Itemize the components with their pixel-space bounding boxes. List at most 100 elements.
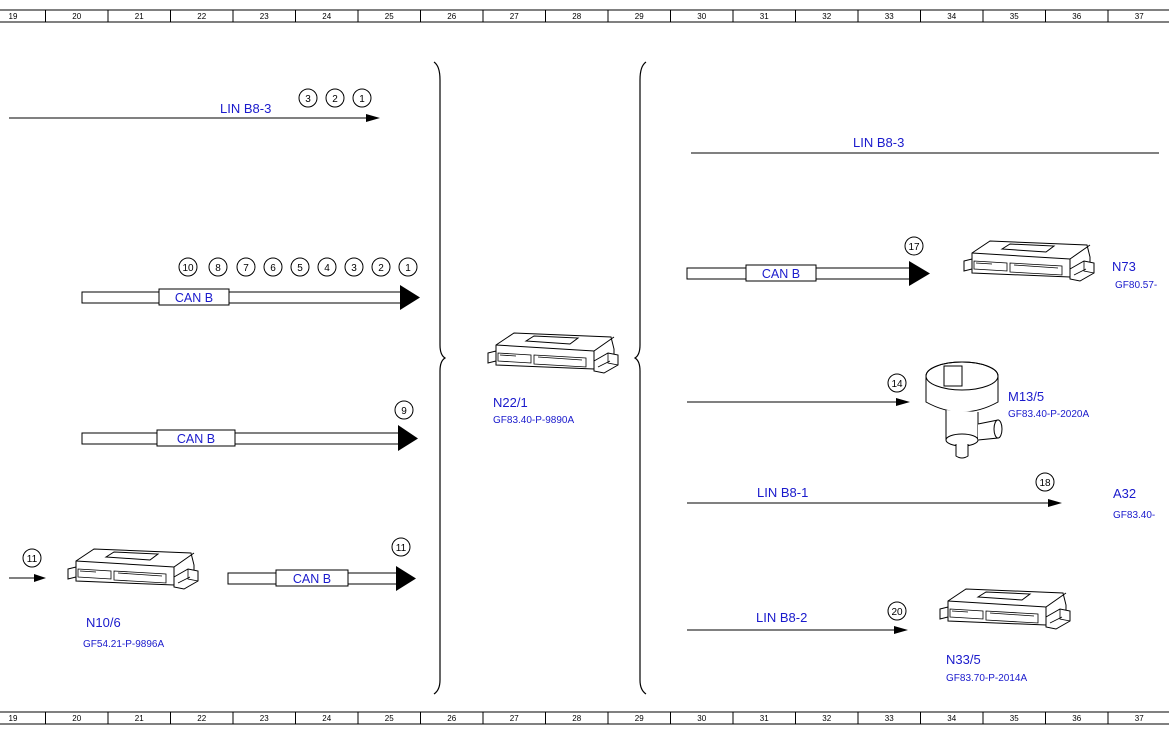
bottom-ruler-number: 35: [1010, 714, 1019, 723]
connector-circle: 3: [344, 257, 364, 277]
top-ruler-number: 28: [572, 12, 581, 21]
lin-left-connectors: 3 2 1: [298, 88, 372, 108]
svg-text:20: 20: [891, 607, 903, 618]
bottom-ruler-number: 30: [697, 714, 706, 723]
top-ruler-number: 25: [385, 12, 394, 21]
connector-circle: 5: [290, 257, 310, 277]
bottom-ruler-number: 33: [885, 714, 894, 723]
svg-text:10: 10: [182, 263, 194, 274]
n10-6-name: N10/6: [86, 615, 121, 630]
top-ruler-number: 37: [1135, 12, 1144, 21]
n22-1-module-icon: [487, 332, 619, 374]
n10-6-input-arrow: [9, 574, 46, 582]
svg-text:3: 3: [305, 94, 311, 105]
right-brace: [633, 61, 647, 695]
lin-b8-2-label: LIN B8-2: [756, 610, 807, 625]
top-ruler-number: 19: [9, 12, 18, 21]
bottom-ruler-number: 24: [322, 714, 331, 723]
connector-circle: 9: [394, 400, 414, 420]
connector-circle: 3: [298, 88, 318, 108]
can-b-mid-label: CAN B: [177, 432, 215, 446]
top-ruler-number: 24: [322, 12, 331, 21]
can-b-right-label: CAN B: [762, 267, 800, 281]
connector-circle: 20: [887, 601, 907, 621]
connector-circle: 11: [22, 548, 42, 568]
can-top-connectors: 10 8 7 6 5 4 3 2 1: [178, 257, 418, 277]
svg-text:3: 3: [351, 263, 357, 274]
bottom-ruler-number: 27: [510, 714, 519, 723]
bottom-ruler-number: 25: [385, 714, 394, 723]
top-ruler-number: 36: [1072, 12, 1081, 21]
bottom-ruler-number: 21: [135, 714, 144, 723]
m13-5-ref: GF83.40-P-2020A: [1008, 409, 1089, 420]
top-ruler-number: 20: [72, 12, 81, 21]
svg-text:17: 17: [908, 242, 920, 253]
svg-text:14: 14: [891, 379, 903, 390]
a32-name: A32: [1113, 486, 1136, 501]
svg-text:11: 11: [396, 543, 407, 554]
lin-b8-3-left-line: [9, 114, 380, 122]
n10-6-ref: GF54.21-P-9896A: [83, 639, 164, 650]
top-ruler-number: 21: [135, 12, 144, 21]
svg-text:8: 8: [215, 263, 221, 274]
n33-5-module-icon: [939, 588, 1071, 630]
top-ruler-number: 35: [1010, 12, 1019, 21]
top-ruler-number: 26: [447, 12, 456, 21]
n22-1-ref: GF83.40-P-9890A: [493, 415, 574, 426]
n73-module-icon: [963, 240, 1095, 282]
lin-b8-3-left-label: LIN B8-3: [220, 101, 271, 116]
top-ruler-number: 27: [510, 12, 519, 21]
svg-text:7: 7: [243, 263, 249, 274]
svg-text:18: 18: [1039, 478, 1051, 489]
top-ruler-number: 29: [635, 12, 644, 21]
can-b-top-bus: [81, 285, 420, 310]
bottom-ruler-number: 36: [1072, 714, 1081, 723]
n10-6-module-icon: [67, 548, 199, 590]
svg-text:5: 5: [297, 263, 303, 274]
can-b-bottom-bus: [227, 566, 416, 591]
left-brace: [433, 61, 447, 695]
connector-circle: 2: [325, 88, 345, 108]
can-b-bottom-label: CAN B: [293, 572, 331, 586]
svg-text:6: 6: [270, 263, 276, 274]
m13-5-input-arrow: [687, 398, 910, 406]
can-b-right-bus: [686, 261, 930, 286]
top-ruler-number: 31: [760, 12, 769, 21]
bottom-ruler-number: 26: [447, 714, 456, 723]
connector-circle: 8: [208, 257, 228, 277]
bottom-ruler-number: 23: [260, 714, 269, 723]
connector-circle: 2: [371, 257, 391, 277]
a32-ref: GF83.40-: [1113, 510, 1155, 521]
lin-b8-1-label: LIN B8-1: [757, 485, 808, 500]
lin-b8-2-line: [687, 626, 908, 634]
svg-text:1: 1: [359, 94, 365, 105]
n73-ref: GF80.57-: [1115, 280, 1157, 291]
connector-circle: 10: [178, 257, 198, 277]
can-b-mid-bus: [81, 425, 418, 451]
bottom-ruler-number: 31: [760, 714, 769, 723]
svg-text:11: 11: [27, 554, 38, 565]
connector-circle: 1: [398, 257, 418, 277]
bottom-ruler-number: 34: [947, 714, 956, 723]
bottom-ruler-number: 22: [197, 714, 206, 723]
bottom-ruler-number: 20: [72, 714, 81, 723]
m13-5-name: M13/5: [1008, 389, 1044, 404]
connector-circle: 6: [263, 257, 283, 277]
lin-b8-1-line: [687, 499, 1062, 507]
top-ruler-number: 32: [822, 12, 831, 21]
n33-5-name: N33/5: [946, 652, 981, 667]
connector-circle: 18: [1035, 472, 1055, 492]
lin-b8-3-right-label: LIN B8-3: [853, 135, 904, 150]
can-b-top-label: CAN B: [175, 291, 213, 305]
bottom-ruler-number: 19: [9, 714, 18, 723]
top-ruler-number: 33: [885, 12, 894, 21]
connector-circle: 17: [904, 236, 924, 256]
m13-5-pump-icon: [925, 361, 1003, 459]
top-ruler-number: 34: [947, 12, 956, 21]
n33-5-ref: GF83.70-P-2014A: [946, 673, 1027, 684]
svg-text:2: 2: [378, 263, 384, 274]
svg-text:2: 2: [332, 94, 338, 105]
